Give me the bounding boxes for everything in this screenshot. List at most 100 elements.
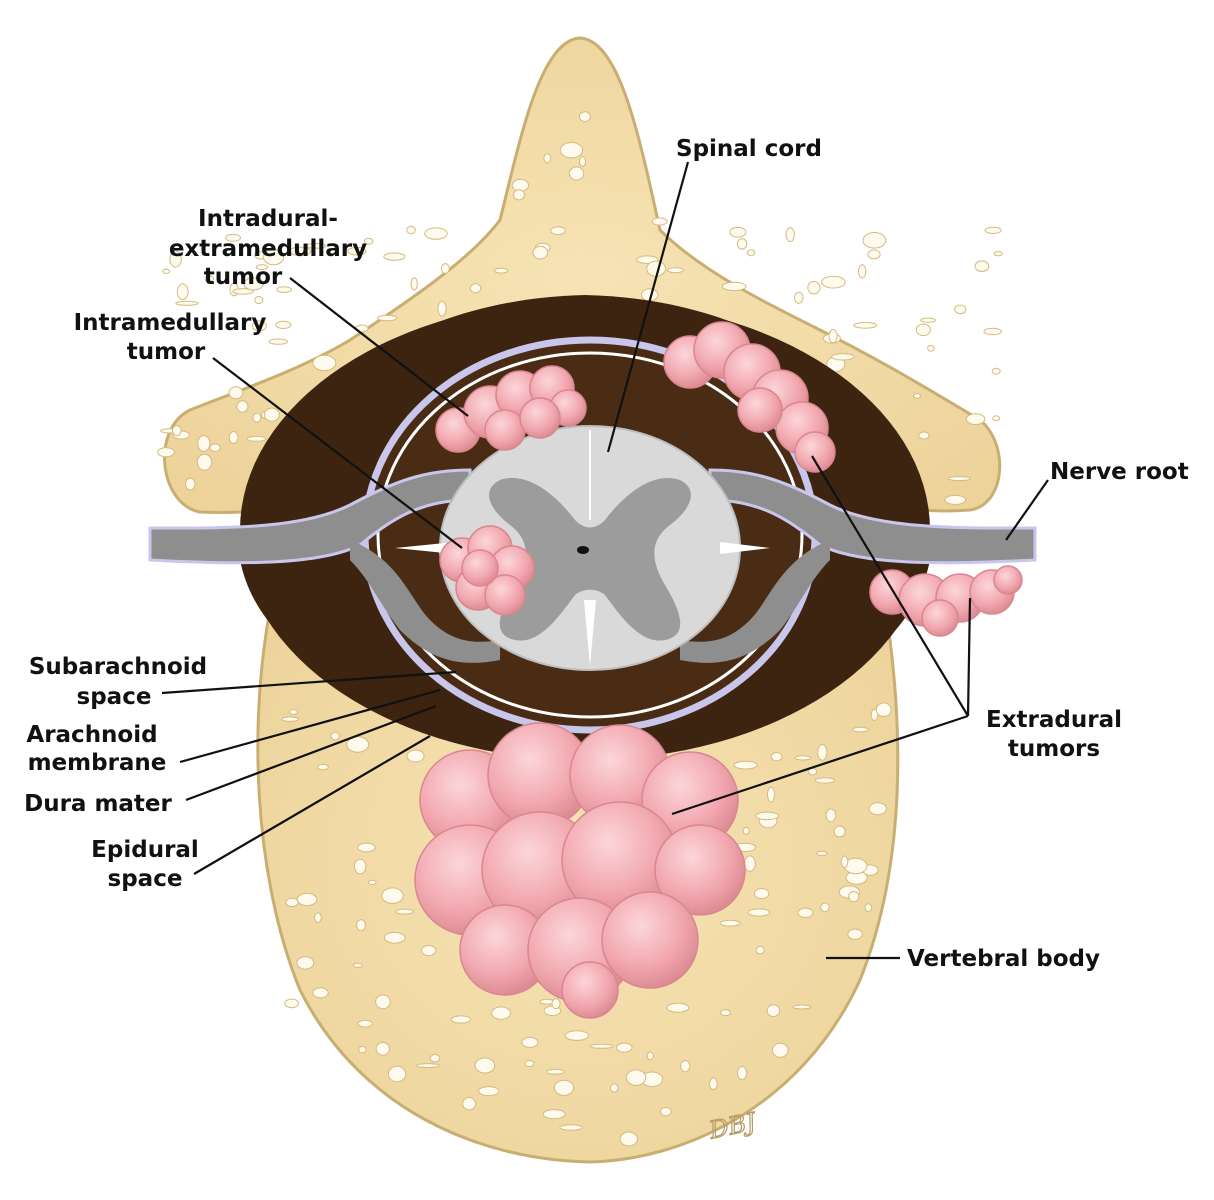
label-subarachnoid-line2: space (77, 684, 152, 710)
bone-pore (747, 908, 771, 917)
bone-pore (915, 323, 931, 337)
bone-pore (792, 1004, 812, 1010)
bone-pore (352, 962, 363, 968)
bone-pore (875, 702, 892, 718)
bone-pore (559, 1124, 583, 1131)
bone-pore (820, 902, 830, 913)
bone-pore (440, 263, 450, 274)
bone-pore (862, 232, 887, 249)
bone-pore (185, 477, 196, 491)
tumor-lobe (921, 599, 959, 637)
bone-pore (383, 252, 406, 261)
tumor-lobe (484, 409, 526, 451)
bone-pore (551, 998, 561, 1010)
bone-pore (550, 226, 566, 236)
bone-pore (927, 344, 935, 352)
label-dura-mater: Dura mater (24, 791, 172, 817)
label-vertebral-body: Vertebral body (907, 946, 1100, 972)
bone-pore (651, 217, 668, 226)
bone-pore (720, 1009, 731, 1017)
bone-pore (478, 1086, 500, 1097)
label-intradural-line3: tumor (204, 264, 283, 290)
bone-pore (252, 412, 262, 423)
dentate-ligament-right (720, 542, 770, 554)
bone-pore (853, 321, 878, 329)
bone-pore (742, 826, 750, 835)
bone-pore (450, 1015, 472, 1024)
bone-pore (175, 300, 199, 306)
tumor-intradural-extramedullary (435, 365, 587, 453)
leader-subarachnoid (161, 670, 457, 695)
bone-pore (736, 1066, 748, 1080)
label-subarachnoid-line1: Subarachnoid (29, 654, 207, 680)
bone-pore (469, 283, 482, 294)
bone-pore (991, 367, 1001, 375)
tumor-extradural-upper (663, 321, 836, 473)
bone-pore (709, 1077, 718, 1090)
leader-intradural (289, 277, 469, 417)
bone-pore (437, 300, 447, 317)
bone-pore (667, 267, 684, 274)
label-nerve-root: Nerve root (1050, 459, 1189, 485)
bone-pore (833, 825, 846, 838)
leader-spinal-cord (606, 161, 690, 453)
bone-pore (753, 888, 770, 900)
tumor-lobe (601, 891, 699, 989)
bone-pore (232, 288, 254, 295)
nerve-root-left-lower (350, 540, 500, 663)
bone-pore (424, 227, 448, 240)
bone-pore (867, 249, 881, 260)
bone-pore (729, 226, 747, 238)
bone-pore (462, 1097, 477, 1111)
bone-pore (744, 855, 756, 872)
bone-pore (589, 1043, 614, 1049)
bone-pore (375, 1041, 390, 1056)
bone-pore (172, 425, 182, 437)
dentate-ligament-left (395, 542, 455, 554)
bone-pore (157, 447, 175, 458)
bone-pore (983, 327, 1003, 336)
bone-pore (609, 1083, 619, 1093)
bone-pore (521, 1036, 539, 1048)
bone-pore (196, 453, 213, 471)
tumor-lobe (484, 574, 526, 616)
bone-pore (965, 413, 986, 426)
bone-pore (736, 238, 748, 250)
bone-pore (204, 275, 215, 283)
bone-pore (864, 903, 873, 913)
bone-pore (821, 275, 846, 289)
bone-pore (848, 891, 860, 903)
bone-pore (357, 842, 376, 853)
bone-pore (770, 752, 783, 762)
bone-pore (347, 246, 367, 256)
tumor-lobe (654, 824, 746, 916)
bone-pore (870, 708, 879, 721)
leader-epidural (193, 735, 431, 875)
bone-pore (367, 879, 377, 886)
bone-pore (254, 296, 264, 305)
bone-pore (616, 1042, 633, 1053)
bone-pore (947, 476, 972, 482)
bone-pore (296, 956, 315, 970)
bone-pore (993, 251, 1003, 257)
label-intramedullary-line2: tumor (127, 339, 206, 365)
bone-pore (357, 1019, 373, 1028)
bone-pore (918, 431, 930, 440)
bone-pore (797, 907, 814, 918)
label-extradural-line1: Extradural (986, 707, 1122, 733)
leader-nerve-root (1005, 479, 1049, 541)
bone-pore (305, 243, 327, 249)
bone-pore (421, 944, 437, 957)
label-extradural-line2: tumors (1008, 736, 1100, 762)
bone-pore (346, 736, 370, 753)
bone-pore (276, 286, 293, 294)
bone-pore (746, 249, 756, 257)
label-spinal-cord: Spinal cord (676, 136, 822, 162)
bone-pore (847, 928, 863, 940)
bone-pore (831, 353, 855, 361)
bone-pore (268, 338, 288, 345)
label-intramedullary-line1: Intramedullary (74, 310, 267, 336)
bone-pore (228, 386, 244, 400)
bone-pore (974, 260, 990, 273)
bone-pore (330, 731, 340, 741)
